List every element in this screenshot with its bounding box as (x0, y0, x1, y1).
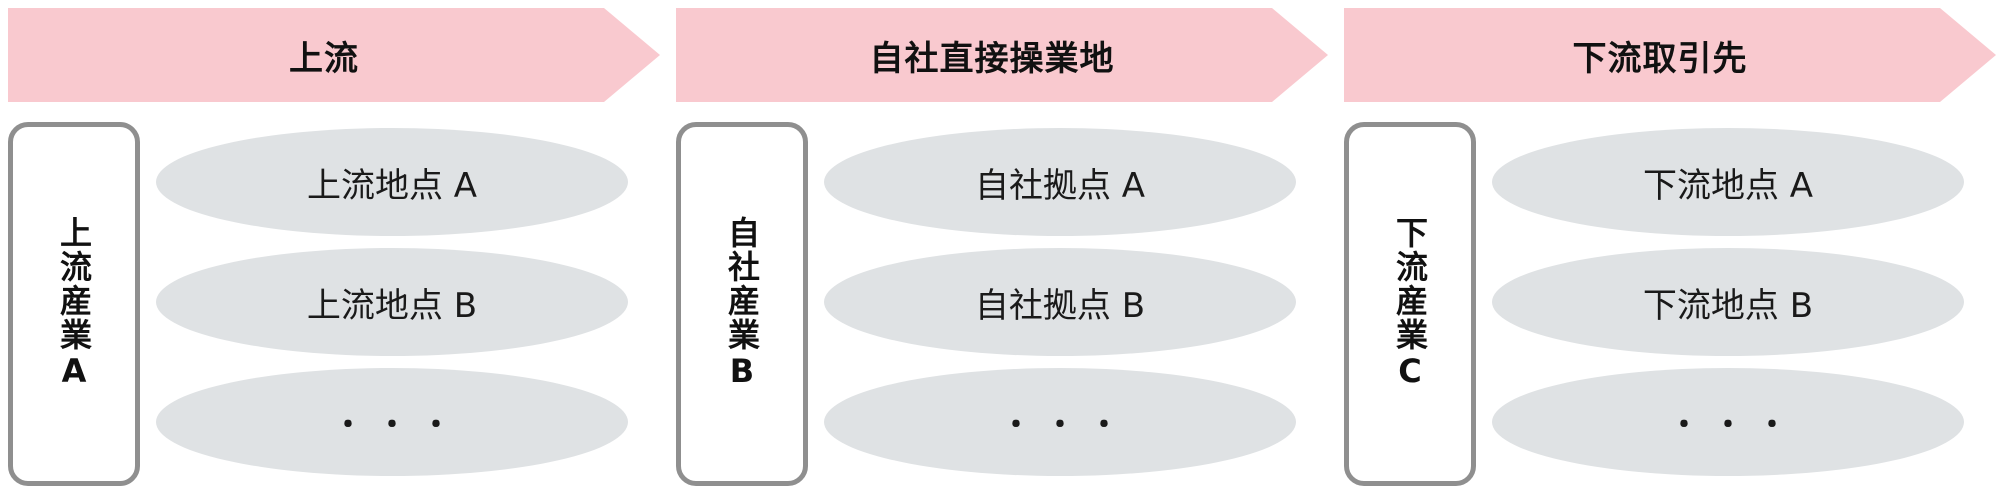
location-label: 下流地点 A (1642, 165, 1814, 206)
ellipsis-label: ・・・ (1001, 408, 1133, 443)
stage-arrow-downstream: 下流取引先 (1344, 8, 1996, 102)
location-label: 上流地点 B (306, 285, 478, 326)
ellipsis-label: ・・・ (1669, 408, 1801, 443)
location-label: 上流地点 A (306, 165, 478, 206)
location-list-upstream: 上流地点 A 上流地点 B ・・・ (156, 128, 628, 484)
industry-label-downstream: 下流産業C (1391, 216, 1429, 392)
location-list-own-operations: 自社拠点 A 自社拠点 B ・・・ (824, 128, 1296, 484)
industry-box-own-operations: 自社産業B (676, 122, 808, 486)
industry-box-downstream: 下流産業C (1344, 122, 1476, 486)
location-item: 上流地点 A (156, 128, 628, 236)
location-item-more: ・・・ (824, 368, 1296, 476)
industry-label-upstream: 上流産業A (55, 216, 93, 392)
location-item-more: ・・・ (1492, 368, 1964, 476)
stage-title-upstream: 上流 (289, 38, 359, 79)
value-chain-column-upstream: 上流 上流産業A 上流地点 A 上流地点 B ・・・ (8, 0, 668, 490)
value-chain-column-downstream: 下流取引先 下流産業C 下流地点 A 下流地点 B ・・・ (1344, 0, 2000, 490)
stage-arrow-upstream: 上流 (8, 8, 660, 102)
location-label: 下流地点 B (1642, 285, 1814, 326)
stage-arrow-own-operations: 自社直接操業地 (676, 8, 1328, 102)
location-item: 自社拠点 A (824, 128, 1296, 236)
industry-box-upstream: 上流産業A (8, 122, 140, 486)
location-item-more: ・・・ (156, 368, 628, 476)
location-label: 自社拠点 A (974, 165, 1146, 206)
location-item: 自社拠点 B (824, 248, 1296, 356)
value-chain-column-own-operations: 自社直接操業地 自社産業B 自社拠点 A 自社拠点 B ・・・ (676, 0, 1336, 490)
stage-title-own-operations: 自社直接操業地 (869, 38, 1115, 79)
ellipsis-label: ・・・ (333, 408, 465, 443)
location-list-downstream: 下流地点 A 下流地点 B ・・・ (1492, 128, 1964, 484)
location-item: 上流地点 B (156, 248, 628, 356)
location-item: 下流地点 B (1492, 248, 1964, 356)
location-item: 下流地点 A (1492, 128, 1964, 236)
industry-label-own-operations: 自社産業B (723, 216, 761, 392)
stage-title-downstream: 下流取引先 (1572, 38, 1748, 79)
location-label: 自社拠点 B (974, 285, 1146, 326)
